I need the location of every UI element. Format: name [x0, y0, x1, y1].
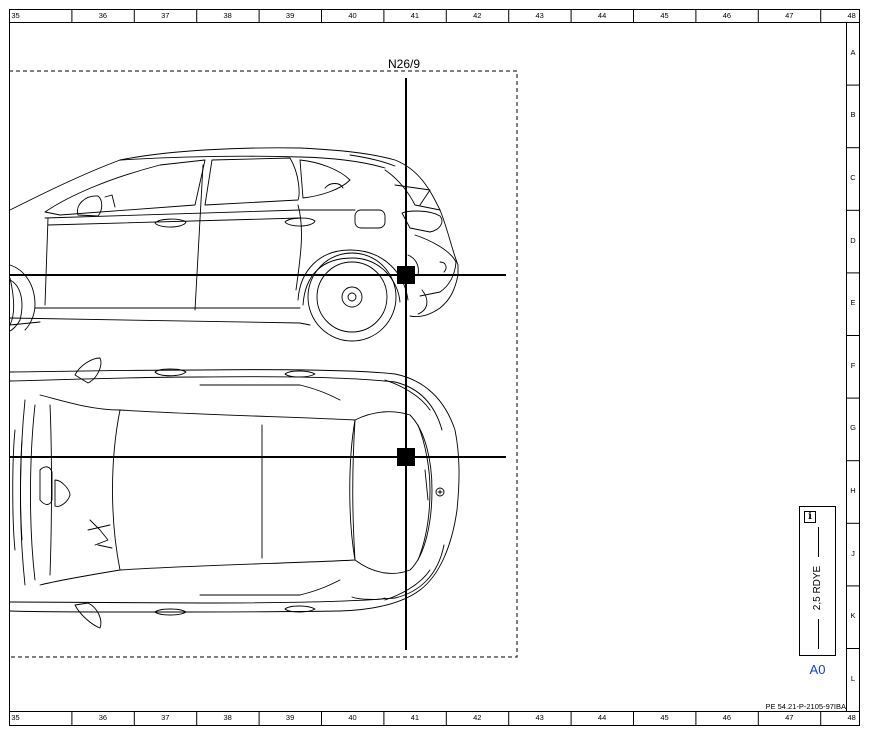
wire-label: 2,5 RDYE [812, 565, 823, 611]
column-number: 41 [410, 11, 420, 20]
row-letter: B [850, 110, 856, 120]
location-crosshairs [10, 78, 506, 650]
row-letter: F [850, 360, 856, 370]
column-number: 46 [722, 11, 732, 20]
column-number: 42 [473, 713, 482, 722]
column-number: 35 [11, 11, 20, 20]
column-number: 46 [722, 713, 732, 722]
column-number: 45 [660, 11, 669, 20]
column-number: 39 [285, 713, 295, 722]
info-icon[interactable]: i [804, 511, 816, 523]
ground-point-label[interactable]: A0 [809, 662, 826, 677]
drawing-part-number: PE 54.21-P-2105-97IBA [765, 702, 846, 711]
row-letter: L [850, 673, 856, 683]
component-callout: N26/9 [388, 57, 421, 71]
car-side-view [9, 147, 459, 342]
wire-info-box: i 2,5 RDYE [799, 506, 836, 656]
column-number: 45 [660, 713, 669, 722]
car-top-view [9, 357, 460, 629]
row-letter: K [850, 611, 856, 621]
column-number: 48 [847, 11, 856, 20]
column-number: 36 [98, 713, 108, 722]
row-letter: H [850, 486, 856, 495]
row-letter: E [850, 298, 856, 308]
marker-side [397, 266, 415, 284]
column-number: 38 [223, 11, 232, 20]
column-number: 38 [223, 713, 232, 722]
row-letter: C [850, 173, 856, 182]
wire-line [818, 619, 819, 649]
wire-line [818, 527, 819, 557]
column-number: 47 [785, 713, 794, 722]
sheet-frame [9, 9, 860, 726]
row-letter: J [851, 548, 855, 558]
column-number: 37 [161, 713, 170, 722]
column-number: 42 [473, 11, 482, 20]
column-number: 43 [535, 11, 544, 20]
location-dashed-box [9, 70, 518, 658]
row-letter: D [850, 235, 856, 245]
column-number: 47 [785, 11, 794, 20]
column-number: 44 [597, 713, 607, 722]
column-number: 41 [410, 713, 420, 722]
column-number: 48 [847, 713, 856, 722]
column-number: 40 [348, 11, 357, 20]
column-number: 43 [535, 713, 544, 722]
column-number: 36 [98, 11, 108, 20]
row-letter: A [850, 47, 856, 57]
wire-symbol: 2,5 RDYE [812, 527, 823, 649]
marker-top [397, 448, 415, 466]
column-number: 37 [161, 11, 170, 20]
column-number: 40 [348, 713, 357, 722]
row-letter: G [850, 423, 856, 433]
column-number: 35 [11, 713, 20, 722]
column-number: 44 [597, 11, 607, 20]
column-number: 39 [285, 11, 295, 20]
